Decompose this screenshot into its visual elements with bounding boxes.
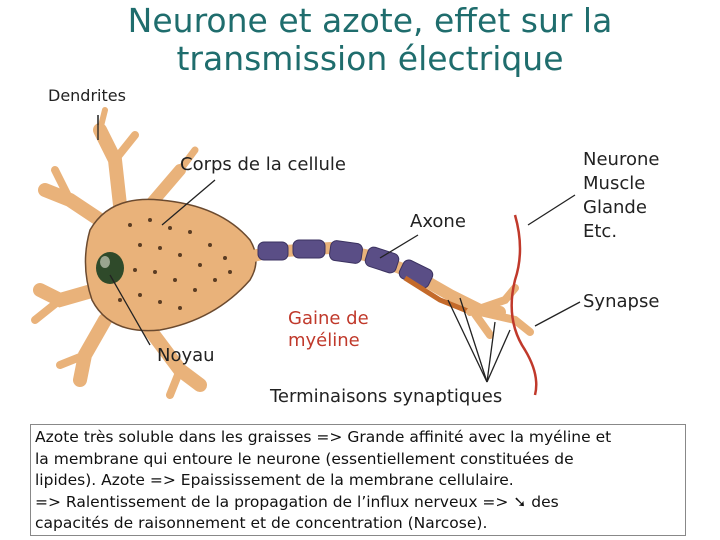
label-dendrites: Dendrites — [48, 86, 126, 105]
cell-body — [84, 198, 257, 332]
note-line-2: la membrane qui entoure le neurone (esse… — [35, 449, 574, 468]
neuron-diagram — [31, 107, 581, 399]
note-line-4-end: des — [526, 492, 559, 511]
target-glande: Glande — [583, 197, 647, 218]
cell-granules — [118, 218, 232, 310]
axon-inner — [403, 275, 471, 315]
nucleolus — [100, 256, 110, 268]
note-line-1: Azote très soluble dans les graisses => … — [35, 428, 612, 446]
label-cell-body: Corps de la cellule — [180, 154, 346, 175]
note-line-3: lipides). Azote => Epaississement de la … — [35, 471, 514, 489]
label-myelin: Gaine de myéline — [288, 308, 369, 352]
page-title: Neurone et azote, effet sur la transmiss… — [127, 1, 613, 78]
label-myelin-line2: myéline — [288, 330, 360, 351]
label-axon: Axone — [410, 211, 466, 232]
explanation-box: Azote très soluble dans les graisses => … — [30, 424, 686, 536]
label-nucleus: Noyau — [157, 345, 215, 366]
target-membrane — [510, 214, 538, 396]
down-right-arrow-icon: ➘ — [513, 492, 527, 511]
nucleus — [96, 252, 124, 284]
pointer-lines — [97, 115, 581, 383]
target-etc: Etc. — [583, 221, 618, 242]
label-terminals: Terminaisons synaptiques — [270, 386, 503, 407]
note-line-4: => Ralentissement de la propagation de l… — [35, 492, 681, 514]
target-neurone: Neurone — [583, 149, 660, 170]
label-myelin-line1: Gaine de — [288, 308, 369, 329]
note-line-4-text: => Ralentissement de la propagation de l… — [35, 492, 514, 511]
target-muscle: Muscle — [583, 173, 646, 194]
label-synapse: Synapse — [583, 291, 660, 312]
label-targets: Neurone Muscle Glande Etc. — [583, 148, 659, 244]
note-line-5: capacités de raisonnement et de concentr… — [35, 514, 488, 532]
